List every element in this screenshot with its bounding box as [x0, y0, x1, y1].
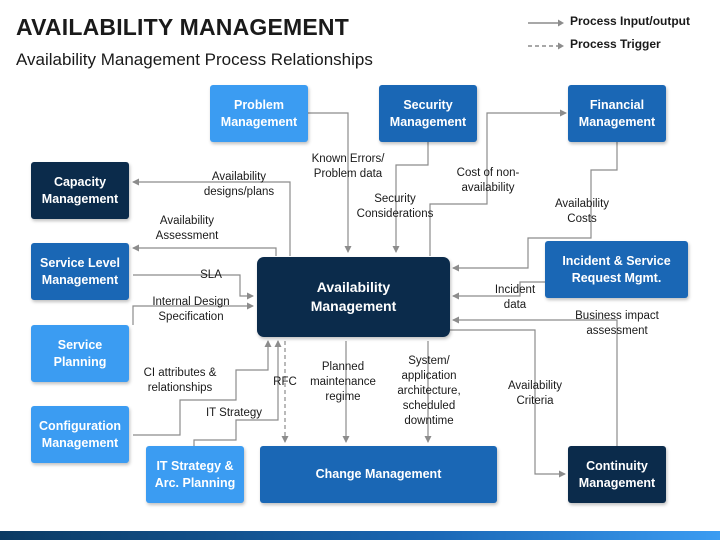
connector-service-level-assessment [132, 244, 277, 256]
connector-problem [308, 112, 352, 253]
legend-trigger-label: Process Trigger [570, 37, 661, 51]
label-incident-data: Incident data [494, 284, 536, 311]
security-management-box[interactable]: Security Management [379, 85, 477, 142]
label-security-considerations: Security Considerations [356, 193, 434, 220]
connector-security [392, 142, 429, 253]
connector-continuity-criteria [450, 329, 566, 478]
connector-financial-costs [452, 142, 618, 272]
incident-service-request-label: Incident & Service Request Mgmt. [562, 253, 671, 285]
connector-it-strategy [193, 340, 282, 446]
service-level-management-label: Service Level Management [40, 255, 120, 287]
financial-management-label: Financial Management [578, 97, 656, 129]
connector-financial [429, 109, 567, 256]
connector-service-planning [132, 302, 254, 325]
connector-capacity [132, 178, 291, 256]
incident-service-request-box[interactable]: Incident & Service Request Mgmt. [545, 241, 688, 298]
legend-input-output-label: Process Input/output [570, 14, 690, 28]
label-system-architecture: System/ application architecture, schedu… [397, 355, 461, 427]
label-it-strategy: IT Strategy [205, 407, 263, 419]
label-ci-attributes: CI attributes & relationships [143, 367, 217, 394]
label-rfc: RFC [273, 376, 297, 388]
service-planning-label: Service Planning [53, 337, 107, 369]
connector-configuration [133, 340, 272, 436]
change-management-box[interactable]: Change Management [260, 446, 497, 503]
service-level-management-box[interactable]: Service Level Management [31, 243, 129, 300]
financial-management-box[interactable]: Financial Management [568, 85, 666, 142]
capacity-management-box[interactable]: Capacity Management [31, 162, 129, 219]
problem-management-label: Problem Management [220, 97, 298, 129]
configuration-management-label: Configuration Management [39, 418, 121, 450]
label-availability-costs: Availability Costs [554, 198, 610, 225]
continuity-management-box[interactable]: Continuity Management [568, 446, 666, 503]
it-strategy-planning-label: IT Strategy & Arc. Planning [154, 458, 236, 490]
configuration-management-box[interactable]: Configuration Management [31, 406, 129, 463]
label-availability-assessment: Availability Assessment [155, 215, 219, 242]
label-internal-design: Internal Design Specification [152, 296, 230, 323]
change-management-label: Change Management [315, 467, 442, 481]
page-title: AVAILABILITY MANAGEMENT [16, 14, 349, 40]
problem-management-box[interactable]: Problem Management [210, 85, 308, 142]
label-cost-non-availability: Cost of non- availability [456, 167, 520, 194]
connector-incident [452, 281, 545, 300]
bottom-accent-bar [0, 531, 720, 540]
it-strategy-planning-box[interactable]: IT Strategy & Arc. Planning [146, 446, 244, 503]
availability-management-box[interactable]: Availability Management [257, 257, 450, 337]
page-subtitle: Availability Management Process Relation… [16, 50, 373, 69]
solid-arrow-icon [528, 19, 564, 27]
label-planned-maintenance: Planned maintenance regime [310, 361, 376, 403]
security-management-label: Security Management [389, 97, 467, 129]
availability-management-label: Availability Management [310, 279, 397, 314]
label-business-impact: Business impact assessment [575, 310, 659, 337]
capacity-management-label: Capacity Management [41, 174, 119, 206]
connector-sla [133, 274, 254, 300]
label-sla: SLA [200, 269, 222, 281]
dashed-arrow-icon [528, 42, 564, 50]
label-availability-designs: Availability designs/plans [203, 171, 275, 198]
label-availability-criteria: Availability Criteria [507, 380, 563, 407]
label-known-errors: Known Errors/ Problem data [311, 153, 385, 180]
continuity-management-label: Continuity Management [578, 458, 656, 490]
service-planning-box[interactable]: Service Planning [31, 325, 129, 382]
connector-continuity-impact [452, 316, 618, 446]
